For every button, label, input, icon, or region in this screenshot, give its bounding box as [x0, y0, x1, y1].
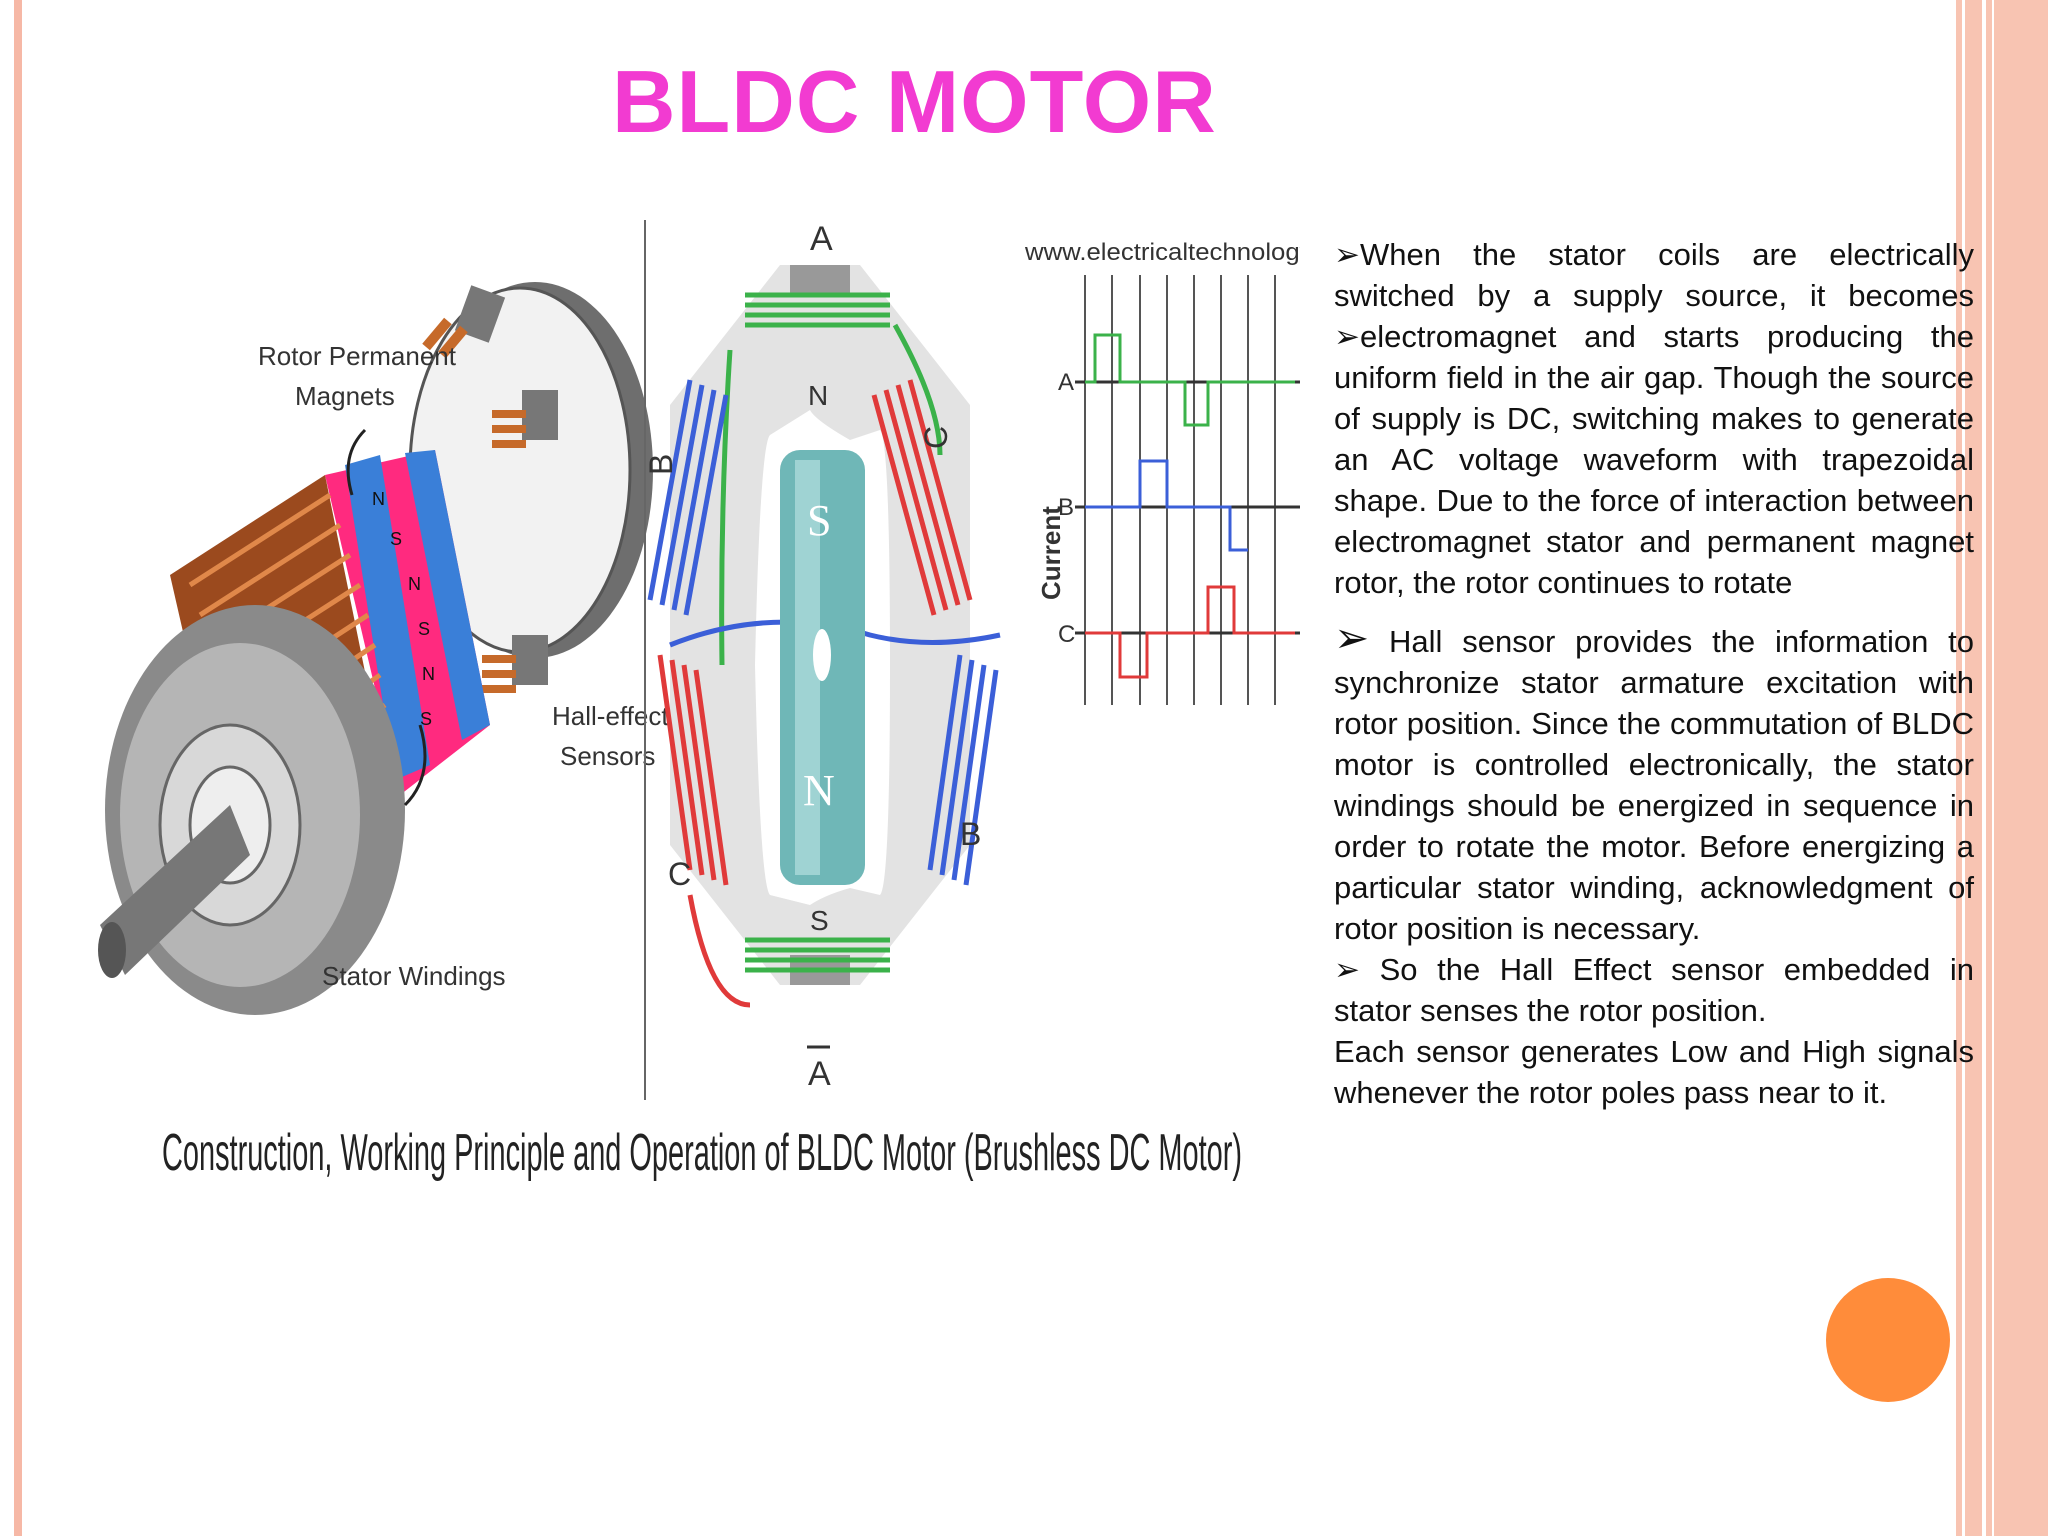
label-stator-windings: Stator Windings — [322, 961, 506, 991]
svg-text:N: N — [372, 489, 385, 509]
label-hall-sensors: Sensors — [560, 741, 655, 771]
svg-text:S: S — [390, 529, 402, 549]
label-hall-sensors: Hall-effect — [552, 701, 669, 731]
waveform-a — [1075, 333, 1300, 427]
phase-label: B — [960, 816, 981, 852]
waveform-c — [1075, 585, 1300, 679]
current-axis-label: Current — [1036, 506, 1066, 600]
rotation-arrow-icon — [403, 724, 427, 807]
hall-sensor-icon — [422, 285, 506, 359]
end-cap-disk — [408, 282, 653, 658]
rotor-pole-label: S — [807, 496, 831, 545]
watermark: www.electricaltechnology.org — [1024, 239, 1300, 266]
svg-text:N: N — [422, 664, 435, 684]
rotation-arrow-icon — [346, 428, 367, 496]
left-border-line — [14, 0, 22, 1536]
winding-c-red — [657, 379, 973, 1008]
motor-shaft — [98, 805, 250, 978]
pole-label: N — [808, 380, 828, 411]
right-border-band — [1956, 0, 2048, 1536]
label-rotor-magnets: Rotor Permanent — [258, 341, 457, 371]
phase-label: C — [918, 426, 954, 449]
phase-label: A — [808, 1055, 831, 1093]
bullet-paragraph: ➢When the stator coils are electrically … — [1334, 237, 1974, 600]
rotor-magnets: N S N S N S — [325, 450, 490, 795]
right-border-stripe — [1962, 0, 1965, 1536]
svg-text:S: S — [418, 619, 430, 639]
svg-text:N: N — [408, 574, 421, 594]
bldc-diagram: N S N S N S Rotor Permanent Magnets — [98, 220, 1300, 1182]
bullet-paragraph: ➢ Hall sensor provides the information t… — [1334, 617, 1974, 949]
decorative-dot — [1826, 1278, 1950, 1402]
bullet-paragraph: Each sensor generates Low and High signa… — [1334, 1034, 1974, 1110]
phase-label: A — [810, 220, 833, 258]
slide-body: ➢When the stator coils are electrically … — [1334, 234, 1974, 1113]
phase-label: C — [668, 856, 691, 892]
label-rotor-magnets: Magnets — [295, 381, 395, 411]
winding-a-green — [719, 292, 943, 973]
svg-text:S: S — [420, 709, 432, 729]
rotor-bar: S N — [780, 450, 865, 885]
hall-sensor-icon — [492, 390, 558, 448]
waveform-label: C — [1058, 621, 1075, 648]
bullet-text: Hall sensor provides the information to … — [1334, 624, 1974, 946]
hall-sensor-icon — [482, 635, 548, 693]
rotor-pole-label: N — [803, 766, 835, 815]
bldc-motor-figure: N S N S N S Rotor Permanent Magnets — [90, 205, 1300, 1205]
right-border-stripe — [1992, 0, 1994, 1536]
figure-caption: Construction, Working Principle and Oper… — [162, 1124, 1242, 1182]
right-border-stripe — [1982, 0, 1986, 1536]
waveform-b — [1075, 459, 1300, 552]
slide-title: BLDC MOTOR — [612, 52, 1217, 151]
phase-label: B — [643, 454, 679, 475]
pole-label: S — [810, 905, 829, 936]
waveform-grid — [1084, 275, 1276, 705]
arrow-bullet-icon: ➢ — [1334, 614, 1370, 661]
waveform-label: A — [1058, 369, 1074, 396]
waveform-label: B — [1058, 494, 1074, 521]
bullet-paragraph: ➢ So the Hall Effect sensor embedded in … — [1334, 952, 1974, 1028]
motor-housing — [105, 605, 405, 1015]
